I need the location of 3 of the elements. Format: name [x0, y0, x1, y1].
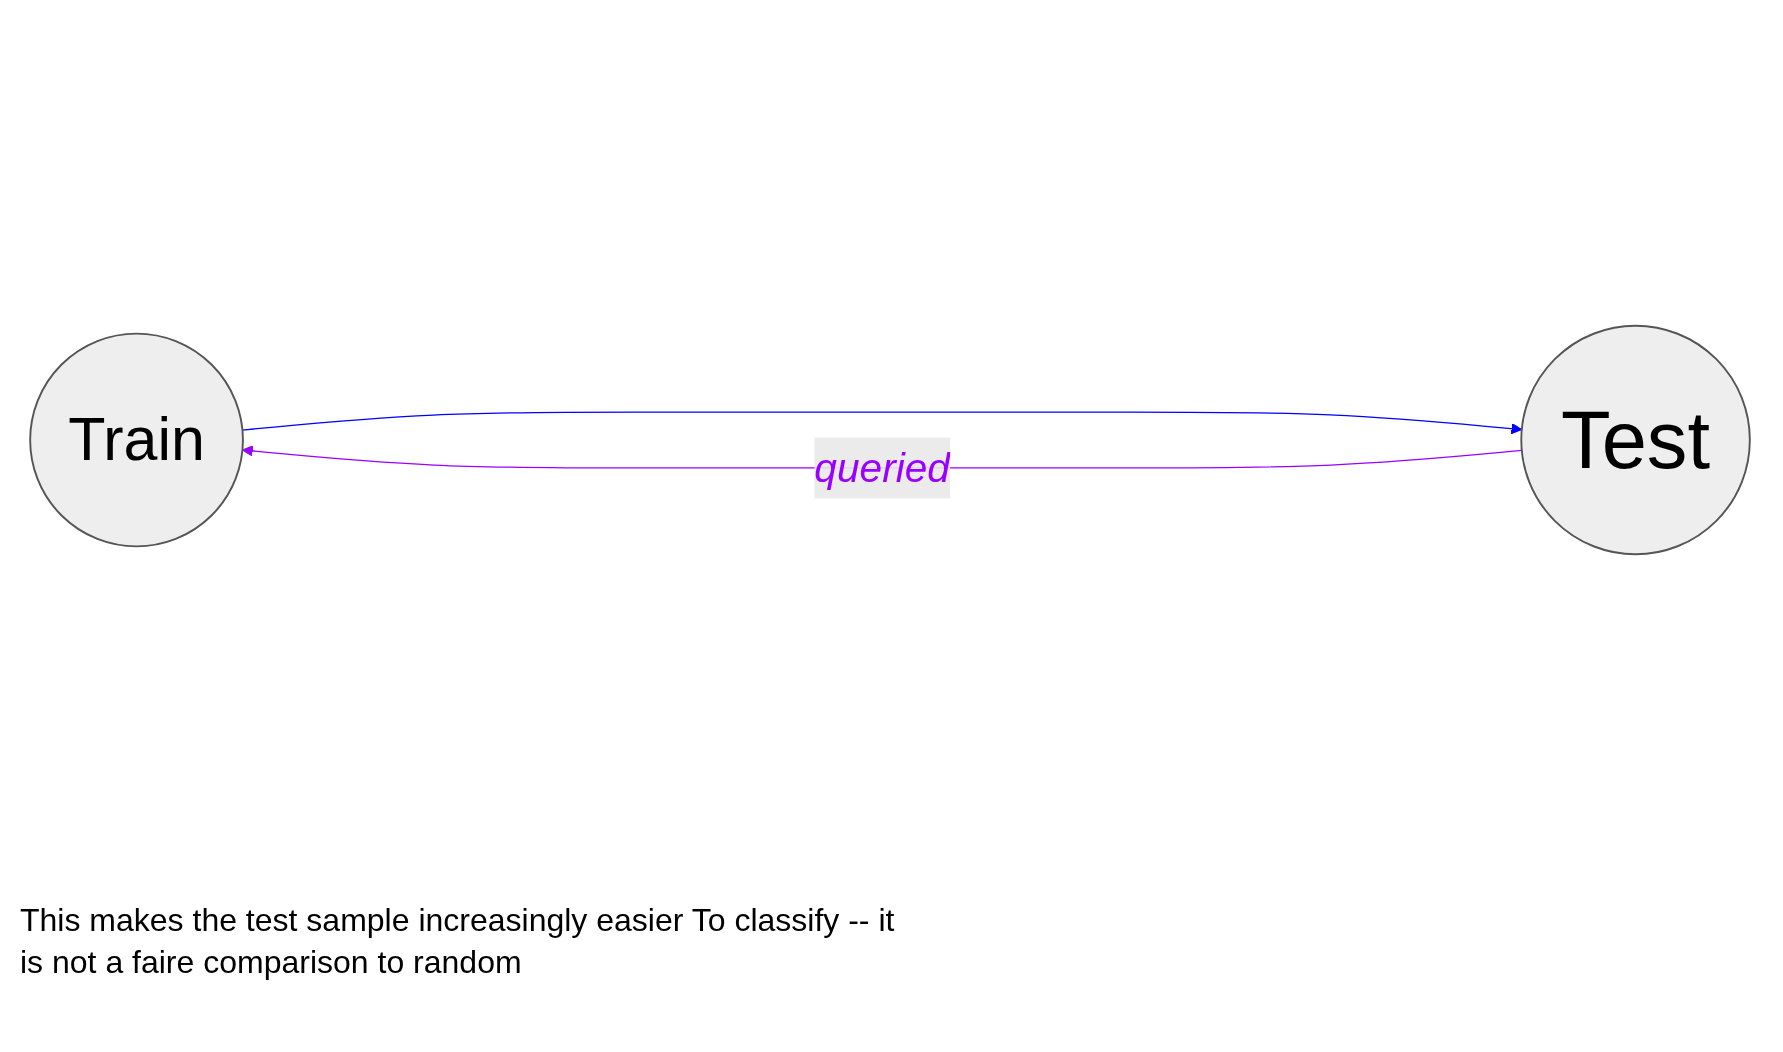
node-circle: Train: [29, 332, 244, 548]
node-circle: Test: [1520, 324, 1751, 556]
note-text: This makes the test sample increasingly easier To classify -- it is not a faire comparison to random: [20, 901, 896, 982]
